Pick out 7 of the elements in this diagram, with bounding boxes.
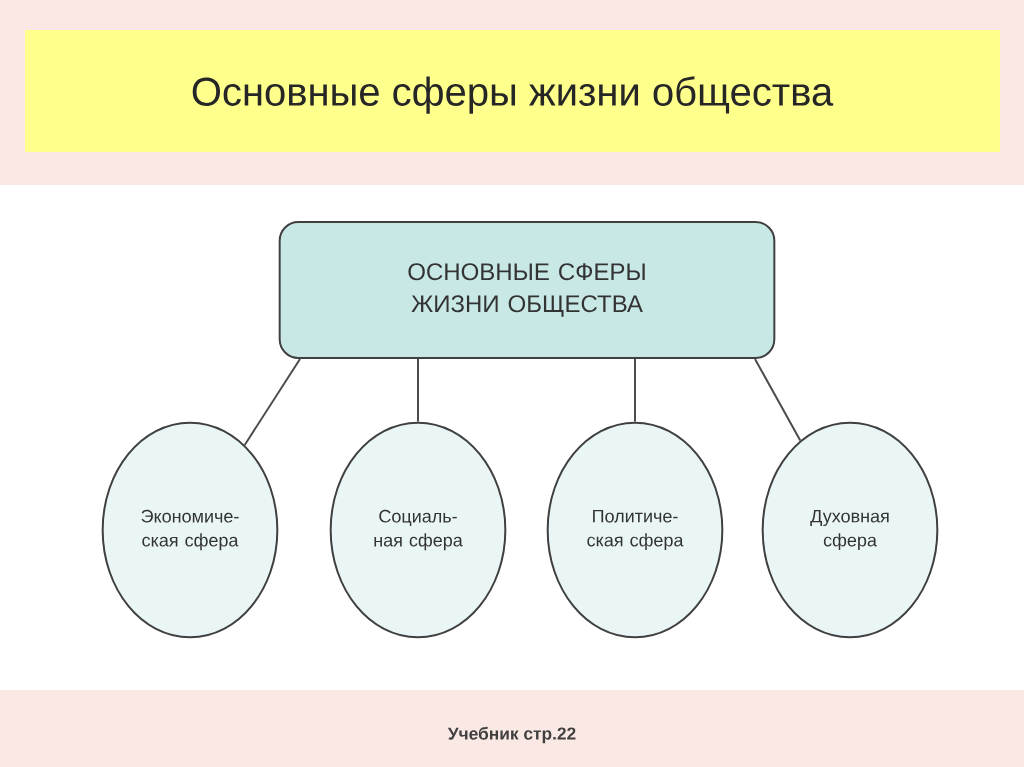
source-note: Учебник стр.22 [447, 726, 576, 744]
connector-line [634, 358, 636, 423]
connector-line [754, 358, 802, 442]
title-band: Основные сферы жизни общества [25, 30, 1000, 152]
title-box: ОСНОВНЫЕ СФЕРЫ ЖИЗНИ ОБЩЕСТВА [278, 221, 776, 359]
connector-line [243, 358, 301, 446]
connector-line [417, 358, 419, 423]
